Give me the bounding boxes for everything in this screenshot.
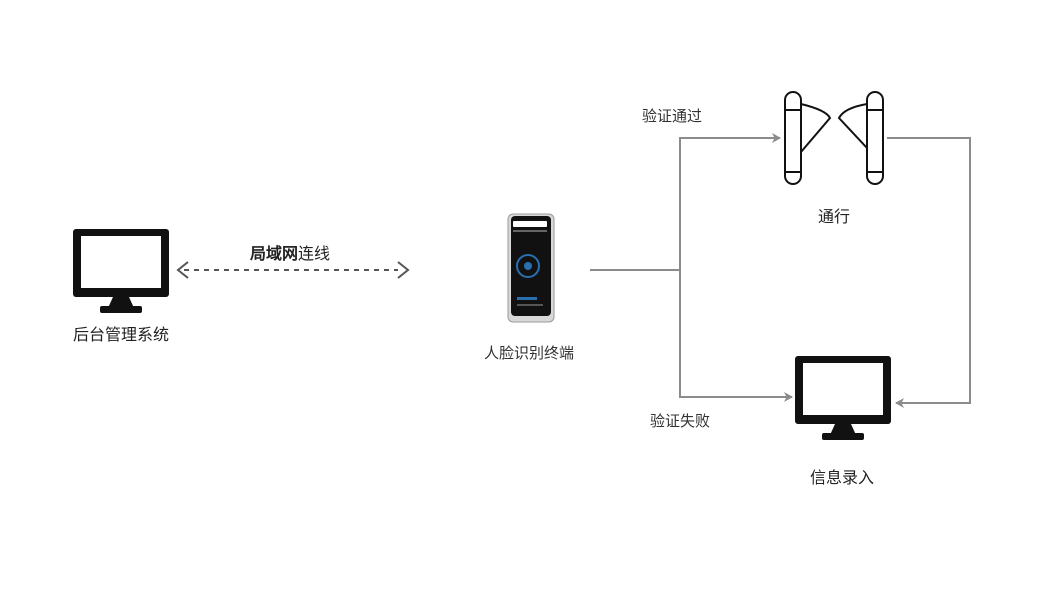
lan-label-bold: 局域网 bbox=[250, 244, 299, 263]
lan-label-rest: 连线 bbox=[298, 244, 331, 263]
face-terminal-icon bbox=[507, 213, 555, 323]
backend-label: 后台管理系统 bbox=[72, 325, 170, 344]
lan-connection bbox=[176, 261, 410, 279]
monitor-icon bbox=[73, 229, 169, 313]
gate-icon bbox=[784, 91, 884, 185]
connector-lines bbox=[590, 133, 971, 408]
fail-label: 验证失败 bbox=[650, 412, 711, 430]
monitor-icon bbox=[795, 356, 891, 440]
pass-label: 验证通过 bbox=[642, 107, 703, 125]
lan-label: 局域网连线 bbox=[250, 246, 330, 262]
terminal-label: 人脸识别终端 bbox=[483, 344, 575, 362]
gate-label: 通行 bbox=[817, 207, 851, 226]
enroll-label: 信息录入 bbox=[809, 468, 875, 487]
